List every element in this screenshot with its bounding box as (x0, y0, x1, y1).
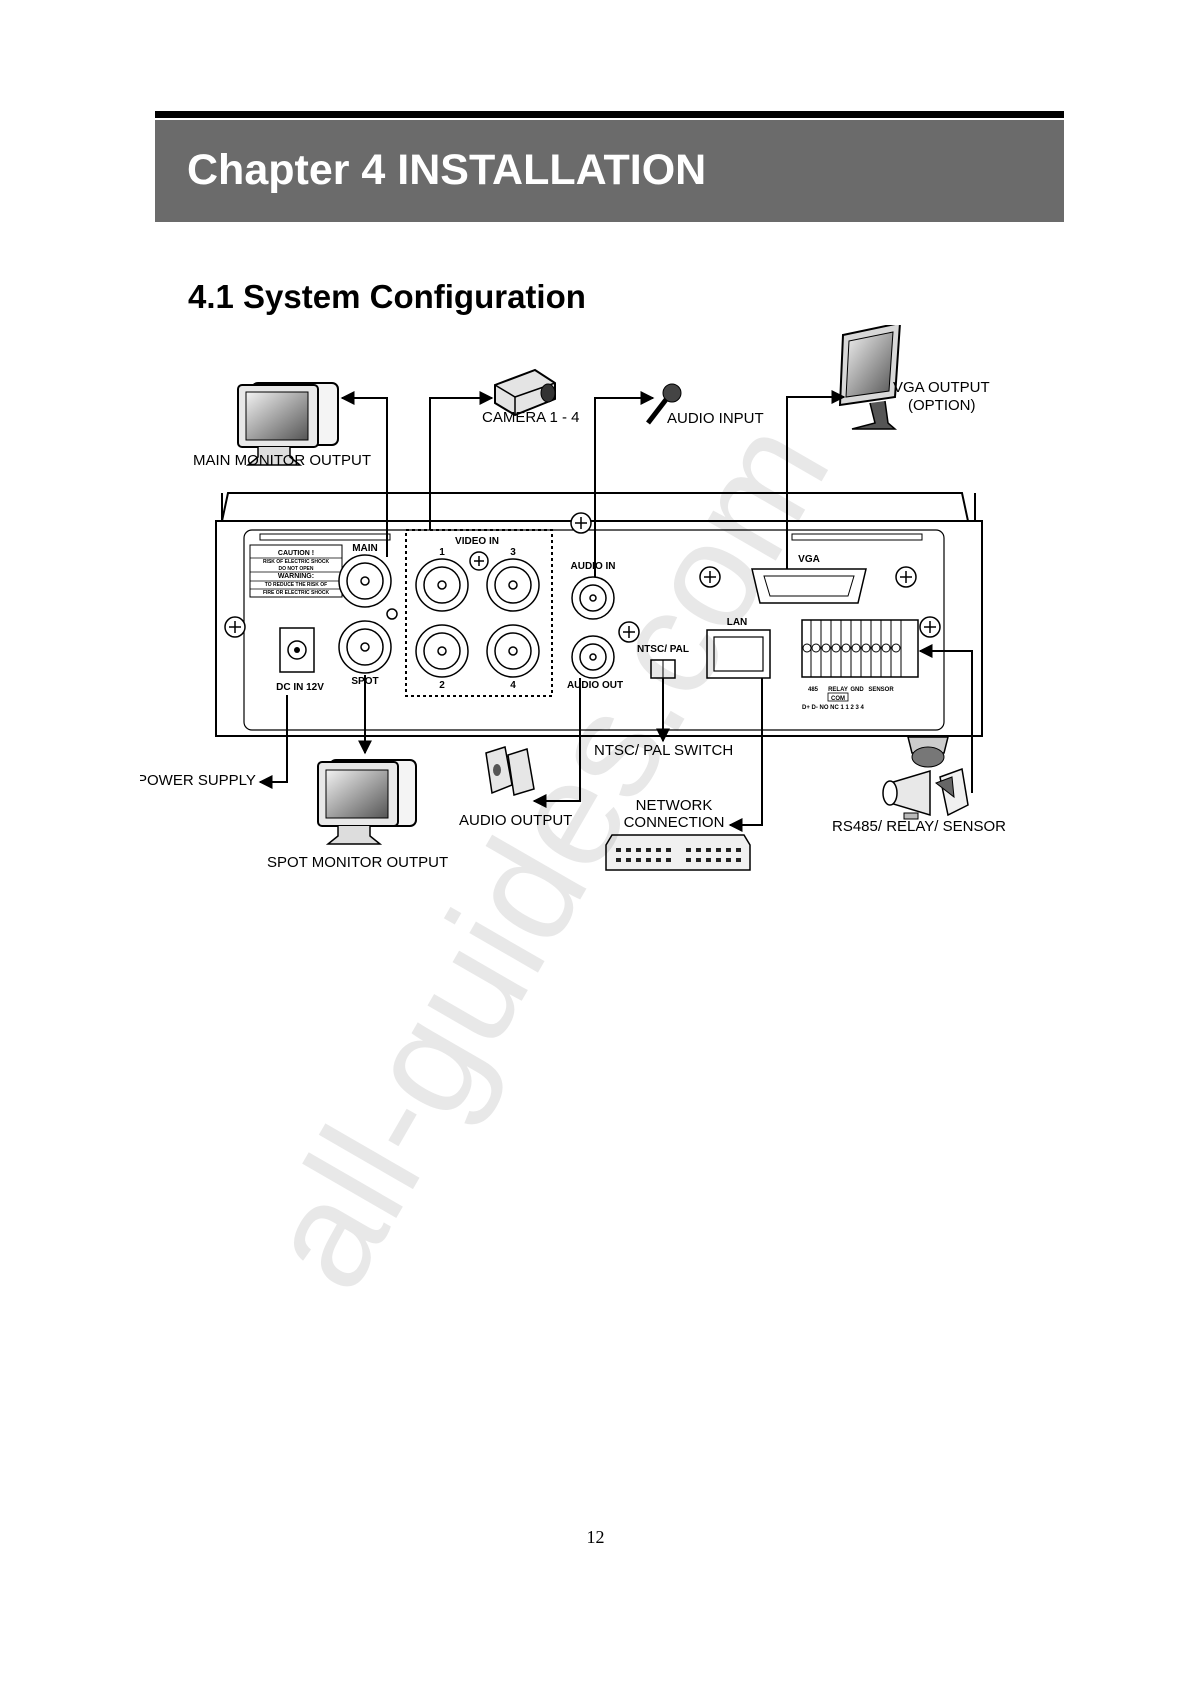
page-number: 12 (586, 1527, 605, 1547)
network-label-line2: CONNECTION (624, 814, 725, 831)
spot-monitor-icon (317, 759, 417, 845)
caution-risk-text: RISK OF ELECTRIC SHOCK (263, 559, 330, 565)
vga-port-label: VGA (798, 554, 820, 565)
main-port-label: MAIN (352, 543, 378, 554)
terminal-485-label: 485 (808, 687, 819, 693)
siren-icon (882, 769, 931, 820)
warning-reduce-text: TO REDUCE THE RISK OF (265, 582, 327, 588)
network-label-line1: NETWORK (636, 797, 713, 814)
warning-fire-text: FIRE OR ELECTRIC SHOCK (263, 590, 330, 596)
video-in-label: VIDEO IN (455, 536, 499, 547)
audio-in-port-label: AUDIO IN (571, 561, 616, 572)
vga-output-arrow (786, 390, 846, 569)
camera-arrow (429, 391, 494, 530)
video-ch2-label: 2 (439, 680, 445, 691)
terminal-gnd-label: GND (850, 687, 864, 693)
camera-label: CAMERA 1 - 4 (482, 409, 580, 426)
network-arrow (728, 678, 763, 832)
audio-input-arrow (594, 391, 655, 577)
terminal-bottom-labels: D+ D- NO NC 1 1 2 3 4 (802, 705, 865, 711)
section-title: 4.1 System Configuration (188, 278, 586, 315)
chapter-banner: Chapter 4 INSTALLATION (155, 120, 1064, 222)
video-ch1-label: 1 (439, 547, 445, 558)
dome-camera-icon (907, 736, 949, 768)
ntsc-pal-port-label: NTSC/ PAL (637, 644, 689, 655)
terminal-com-label: COM (831, 696, 845, 702)
speaker-icon (485, 746, 535, 796)
audio-output-label: AUDIO OUTPUT (459, 812, 572, 829)
video-ch4-label: 4 (510, 680, 516, 691)
video-ch3-label: 3 (510, 547, 516, 558)
warning-text: WARNING: (278, 573, 314, 580)
rs485-arrow (918, 644, 973, 793)
main-output-arrow (340, 391, 388, 557)
sensor-icon (934, 767, 969, 817)
main-monitor-output-label: MAIN MONITOR OUTPUT (193, 452, 371, 469)
caution-text: CAUTION ! (278, 550, 314, 557)
power-supply-arrow (258, 695, 288, 789)
dc-in-label: DC IN 12V (276, 682, 324, 693)
dvr-back-panel: CAUTION ! RISK OF ELECTRIC SHOCK DO NOT … (215, 492, 983, 737)
lan-port-label: LAN (727, 617, 748, 628)
audio-output-arrow (532, 678, 581, 808)
vga-output-label: VGA OUTPUT (893, 379, 990, 396)
system-configuration-diagram: MAIN MONITOR OUTPUT CAMERA 1 - 4 AUDIO I… (140, 325, 1006, 871)
ntsc-pal-switch-label: NTSC/ PAL SWITCH (594, 742, 733, 759)
main-monitor-icon (237, 382, 339, 466)
camera-icon (494, 368, 556, 417)
audio-input-label: AUDIO INPUT (667, 410, 764, 427)
header-rule (155, 111, 1064, 118)
caution-do-not-open-text: DO NOT OPEN (278, 566, 313, 572)
vga-monitor-icon (838, 325, 901, 430)
vga-option-label: (OPTION) (908, 397, 976, 414)
power-supply-label: POWER SUPPLY (140, 772, 256, 789)
audio-out-port-label: AUDIO OUT (567, 680, 623, 691)
rs485-relay-sensor-label: RS485/ RELAY/ SENSOR (832, 818, 1006, 835)
chapter-title: Chapter 4 INSTALLATION (187, 146, 707, 194)
spot-monitor-output-label: SPOT MONITOR OUTPUT (267, 854, 448, 871)
microphone-icon (646, 383, 682, 425)
terminal-sensor-label: SENSOR (868, 687, 894, 693)
terminal-relay-label: RELAY (828, 687, 848, 693)
network-switch-icon (605, 834, 751, 871)
